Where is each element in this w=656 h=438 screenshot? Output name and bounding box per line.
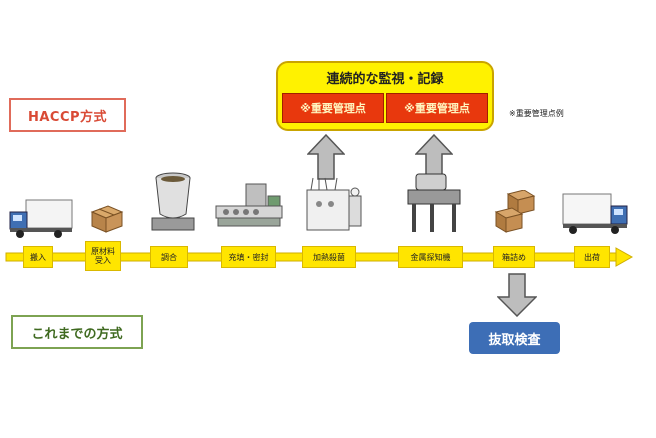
sterilizer-icon <box>306 177 362 231</box>
monitoring-title: 連続的な監視・記録 <box>326 72 444 87</box>
continuous-monitoring-box: 連続的な監視・記録 ※重要管理点 ※重要管理点 <box>276 61 494 131</box>
down-arrow-icon <box>497 273 537 317</box>
haccp-method-label: HACCP方式 <box>9 98 126 132</box>
step-heat-sterilization: 加熱殺菌 <box>302 246 356 268</box>
truck-icon <box>9 199 73 238</box>
step-delivery: 搬入 <box>23 246 53 268</box>
step-metal-detection: 金属探知機 <box>398 246 463 268</box>
sampling-inspection-label: 抜取検査 <box>469 322 560 354</box>
metal-detector-icon <box>407 173 461 232</box>
boxes-icon <box>90 205 124 233</box>
critical-control-point-2: ※重要管理点 <box>386 93 488 123</box>
mixing-tank-icon <box>151 172 195 231</box>
truck-icon <box>562 193 628 234</box>
step-receiving-line-2: 受入 <box>95 256 111 265</box>
critical-control-point-1: ※重要管理点 <box>282 93 384 123</box>
up-arrow-icon <box>307 134 345 180</box>
step-mixing: 調合 <box>150 246 188 268</box>
conventional-method-label: これまでの方式 <box>11 315 143 349</box>
ccp-example-note: ※重要管理点例 <box>509 109 564 118</box>
step-filling-sealing: 充填・密封 <box>221 246 276 268</box>
step-receiving-line-1: 原材料 <box>91 247 115 256</box>
step-shipping: 出荷 <box>574 246 610 268</box>
cardboard-boxes-icon <box>494 190 536 233</box>
step-boxing: 箱詰め <box>493 246 535 268</box>
filling-machine-icon <box>215 183 283 227</box>
step-receiving: 原材料 受入 <box>85 241 121 271</box>
